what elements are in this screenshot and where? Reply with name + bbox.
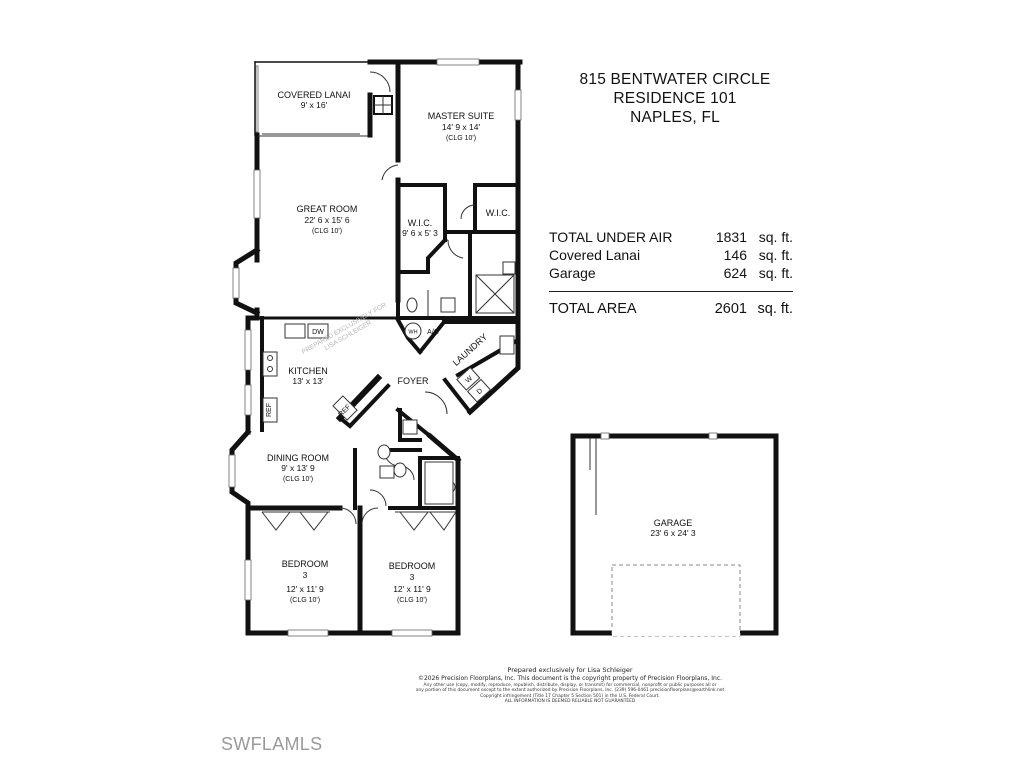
- prepared-for: Prepared exclusively for Lisa Schleiger: [507, 666, 633, 674]
- bedroom-right-dims: 12' x 11' 9: [393, 584, 431, 594]
- bedroom-left-clg: (CLG 10'): [290, 597, 320, 604]
- total-area-label: TOTAL AREA: [549, 301, 637, 317]
- lanai-openings: [255, 65, 391, 137]
- water-heater-label: WH: [408, 330, 417, 336]
- address-line1: 815 BENTWATER CIRCLE: [579, 71, 771, 88]
- area-unit: sq. ft.: [758, 247, 793, 263]
- address-line2: RESIDENCE 101: [613, 90, 737, 107]
- washer-label: W: [465, 375, 475, 385]
- area-label: TOTAL UNDER AIR: [549, 229, 673, 245]
- lanai-name: COVERED LANAI: [277, 90, 350, 100]
- lanai-dims: 9' x 16': [301, 100, 328, 110]
- dishwasher-label: DW: [312, 329, 324, 336]
- area-unit: sq. ft.: [758, 265, 793, 281]
- wic1-dims: 9' 6 x 5' 3: [402, 228, 438, 238]
- closet-doors: [261, 511, 457, 531]
- kitchen-name: KITCHEN: [288, 366, 328, 376]
- total-area-value: 2601: [714, 301, 747, 317]
- windows: [228, 58, 522, 637]
- refrigerator-label: REF: [266, 403, 273, 417]
- interior-walls: [255, 59, 521, 636]
- garage-name: GARAGE: [654, 518, 693, 528]
- address-block: 815 BENTWATER CIRCLE RESIDENCE 101 NAPLE…: [560, 70, 790, 127]
- area-value: 146: [723, 247, 747, 263]
- garage-dims: 23' 6 x 24' 3: [650, 528, 696, 538]
- dining-clg: (CLG 10'): [283, 476, 313, 483]
- foyer-name: FOYER: [397, 376, 429, 386]
- great-room-dims: 22' 6 x 15' 6: [304, 215, 350, 225]
- dining-dims: 9' x 13' 9: [281, 463, 315, 473]
- area-value: 624: [723, 265, 747, 281]
- great-room-clg: (CLG 10'): [312, 228, 342, 235]
- area-divider: [549, 291, 793, 292]
- area-label: Garage: [549, 265, 596, 281]
- bedroom-left-dims: 12' x 11' 9: [286, 584, 324, 594]
- garage: [570, 432, 779, 637]
- mls-watermark: SWFLAMLS: [221, 734, 323, 754]
- fixtures: DW REF REF WH A/C W D: [262, 261, 516, 505]
- area-row-garage: Garage 624 sq. ft.: [549, 264, 793, 282]
- total-area-unit: sq. ft.: [757, 301, 793, 317]
- bedroom-right-num: 3: [410, 572, 415, 582]
- copyright-line: ©2026 Precision Floorplans, Inc. This do…: [417, 675, 723, 682]
- wic2-name: W.I.C.: [486, 208, 511, 218]
- area-row-lanai: Covered Lanai 146 sq. ft.: [549, 246, 793, 264]
- legal-line4: any portion of this document except to t…: [415, 688, 725, 694]
- bedroom-left-name: BEDROOM: [282, 559, 329, 569]
- area-row-total: TOTAL AREA 2601 sq. ft.: [549, 300, 793, 318]
- wic1-name: W.I.C.: [408, 218, 433, 228]
- area-summary: TOTAL UNDER AIR 1831 sq. ft. Covered Lan…: [549, 228, 793, 318]
- master-dims: 14' 9 x 14': [442, 122, 481, 132]
- master-clg: (CLG 10'): [446, 135, 476, 142]
- area-value: 1831: [715, 229, 747, 245]
- area-label: Covered Lanai: [549, 247, 641, 263]
- address-line3: NAPLES, FL: [630, 109, 720, 126]
- legal-line6: ALL INFORMATION IS DEEMED RELIABLE NOT G…: [504, 699, 636, 705]
- copyright-notice: Prepared exclusively for Lisa Schleiger …: [360, 666, 780, 705]
- area-row-under-air: TOTAL UNDER AIR 1831 sq. ft.: [549, 228, 793, 246]
- dining-name: DINING ROOM: [267, 453, 329, 463]
- kitchen-dims: 13' x 13': [292, 376, 324, 386]
- bedroom-right-clg: (CLG 10'): [397, 597, 427, 604]
- area-unit: sq. ft.: [758, 229, 793, 245]
- legal-line5: Copyright infringement (Title 17 Chapter…: [480, 693, 660, 699]
- legal-line3: Any other use (copy, modify, reproduce, …: [423, 683, 717, 688]
- bedroom-left-num: 3: [303, 570, 308, 580]
- dryer-label: D: [476, 388, 484, 397]
- master-name: MASTER SUITE: [428, 111, 495, 121]
- bedroom-right-name: BEDROOM: [389, 561, 436, 571]
- ac-label: A/C: [427, 329, 439, 336]
- great-room-name: GREAT ROOM: [297, 204, 358, 214]
